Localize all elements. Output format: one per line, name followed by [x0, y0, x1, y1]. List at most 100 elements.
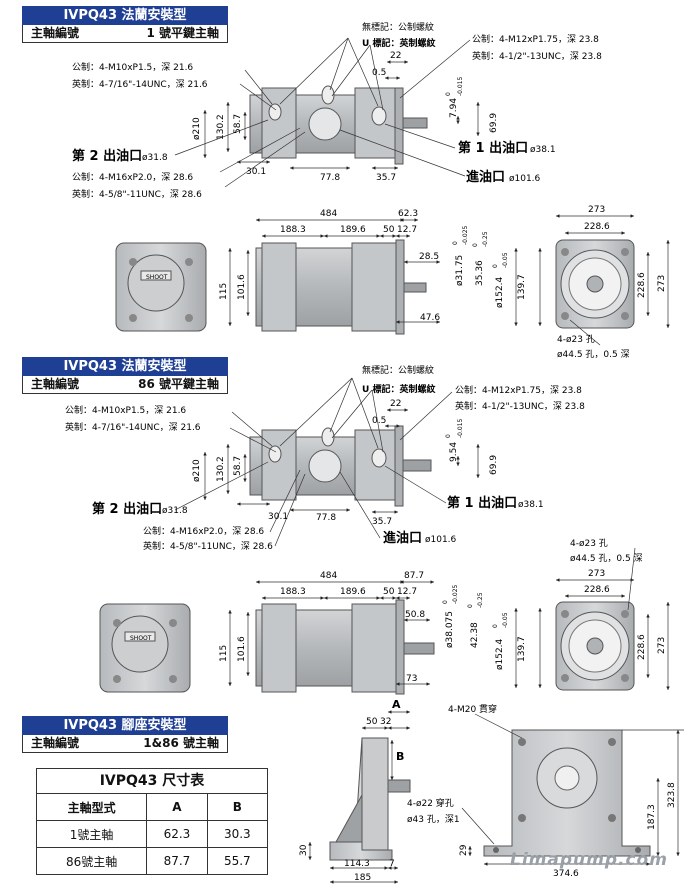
dim-62-3: 62.3 [398, 209, 418, 219]
section-1-leaders [174, 37, 480, 188]
dim-484: 484 [320, 571, 337, 581]
table-cell: 1號主軸 [35, 820, 148, 848]
dim-185: 185 [354, 873, 371, 883]
dim-50: 50 [383, 587, 395, 597]
dim-114-3: 114.3 [344, 859, 370, 869]
note-unc716: 英制：4-7/16"-14UNC，深 21.6 [65, 421, 201, 433]
dim-29: 29 [459, 844, 469, 856]
dim-12-7: 12.7 [397, 225, 417, 235]
shaft-code-label: 主軸編號 [31, 377, 80, 391]
dim-273-v: 273 [657, 275, 667, 292]
dim-0-5: 0.5 [372, 416, 386, 426]
label-outlet-2-dia: ø31.8 [142, 153, 168, 163]
label-outlet-1-dia: ø38.1 [530, 145, 556, 155]
section-2-side-view [255, 599, 435, 695]
brand-plate: SHOOT [130, 635, 152, 642]
table-header: 主軸型式 [35, 793, 148, 821]
dim-87-7: 87.7 [404, 571, 424, 581]
section-1-side-labels: 484 62.3 188.3 189.6 50 12.7 28.5 ø31.75… [219, 209, 527, 323]
note-c43: ø43 孔，深1 [407, 814, 460, 825]
dim-130-2: 130.2 [216, 456, 226, 482]
dim-152-4: ø152.4 [495, 638, 505, 670]
note-m10: 公制：4-M10xP1.5，深 21.6 [65, 404, 186, 416]
note-unc58: 英制：4-5/8"-11UNC，深 28.6 [143, 540, 273, 552]
dim-273-v: 273 [657, 637, 667, 654]
note-holes-22: 4-ø22 穿孔 [407, 797, 454, 809]
dim-69-9: 69.9 [489, 455, 499, 475]
dim-484: 484 [320, 209, 337, 219]
shaft-code-value: 1&86 號主軸 [143, 736, 219, 750]
note-m12: 公制：4-M12xP1.75，深 23.8 [472, 33, 599, 45]
dim-228-6-h: 228.6 [584, 585, 610, 595]
label-outlet-2: 第 2 出油口 [92, 501, 162, 517]
tol-38-075-a: 0 [442, 600, 449, 604]
section-1-flange-dims [556, 214, 670, 346]
dim-50: 50 [366, 717, 378, 727]
table-cell: 30.3 [206, 820, 269, 848]
section-2-flange-view [555, 601, 635, 691]
section-1-side-view [255, 239, 427, 335]
section-2-leaders [174, 377, 480, 547]
table-row: 1號主軸 62.3 30.3 [35, 820, 269, 848]
dim-115: 115 [219, 645, 229, 662]
dim-73: 73 [406, 674, 417, 684]
section-2-side-dims [228, 580, 542, 688]
table-header: A [146, 793, 208, 821]
tol-152-4-a: 0 [492, 624, 499, 628]
dim-50-8: 50.8 [405, 610, 425, 620]
dim-42-38: 42.38 [470, 622, 480, 648]
dim-210: ø210 [192, 459, 202, 482]
dim-58-7: 58.7 [233, 114, 243, 134]
tol-152-4-b: -0.05 [502, 612, 509, 628]
dim-35-7: 35.7 [372, 517, 392, 527]
tol-9-54-a: 0 [445, 434, 452, 438]
dim-58-7: 58.7 [233, 456, 243, 476]
dim-77-8: 77.8 [320, 173, 340, 183]
section-2-end-view: SHOOT [99, 603, 191, 693]
label-outlet-1-dia: ø38.1 [518, 500, 544, 510]
dim-189-6: 189.6 [340, 225, 366, 235]
dim-139-7: 139.7 [517, 274, 527, 300]
dim-130-2: 130.2 [216, 114, 226, 140]
dim-31-75: ø31.75 [455, 255, 465, 286]
section-3-front-dims [461, 713, 684, 866]
dim-115: 115 [219, 283, 229, 300]
dim-50: 50 [383, 225, 395, 235]
note-unc12: 英制：4-1/2"-13UNC，深 23.8 [455, 400, 585, 412]
dim-101-6: 101.6 [237, 274, 247, 300]
label-inlet: 進油口 [466, 169, 505, 185]
brand-plate: SHOOT [146, 274, 168, 281]
tol-9-54-b: -0.015 [457, 418, 464, 438]
section-3-side-view [329, 737, 411, 861]
dim-228-6-v: 228.6 [637, 634, 647, 660]
note-m16: 公制：4-M16xP2.0，深 28.6 [72, 171, 193, 183]
dim-32: 32 [380, 717, 391, 727]
note-holes-23: 4-ø23 孔 [557, 334, 595, 345]
tol-7-94-b: -0.015 [457, 76, 464, 96]
tol-42-38-b: -0.25 [477, 592, 484, 608]
tol-35-36-a: 0 [472, 243, 479, 247]
dim-273-h: 273 [588, 205, 605, 215]
dim-35-36: 35.36 [475, 260, 485, 286]
tol-7-94-a: 0 [445, 92, 452, 96]
dim-0-5: 0.5 [372, 68, 386, 78]
section-1-flange-labels: 273 228.6 228.6 273 4-ø23 孔 ø44.5 孔，0.5 … [557, 205, 667, 360]
label-outlet-1: 第 1 出油口 [458, 140, 528, 156]
tol-31-75-a: 0 [452, 241, 459, 245]
section-2-flange-labels: 4-ø23 孔 ø44.5 孔，0.5 深 273 228.6 228.6 27… [570, 538, 667, 660]
dim-187-3: 187.3 [647, 804, 657, 830]
section-1-top-view [249, 85, 428, 165]
dim-28-5: 28.5 [419, 252, 439, 262]
dim-30-1: 30.1 [268, 512, 288, 522]
dim-38-075: ø38.075 [445, 611, 455, 648]
table-cell: 62.3 [146, 820, 208, 848]
label-inlet: 進油口 [383, 530, 422, 546]
dim-30-1: 30.1 [246, 167, 266, 177]
shaft-code-label: 主軸編號 [31, 26, 80, 40]
dim-210: ø210 [192, 117, 202, 140]
